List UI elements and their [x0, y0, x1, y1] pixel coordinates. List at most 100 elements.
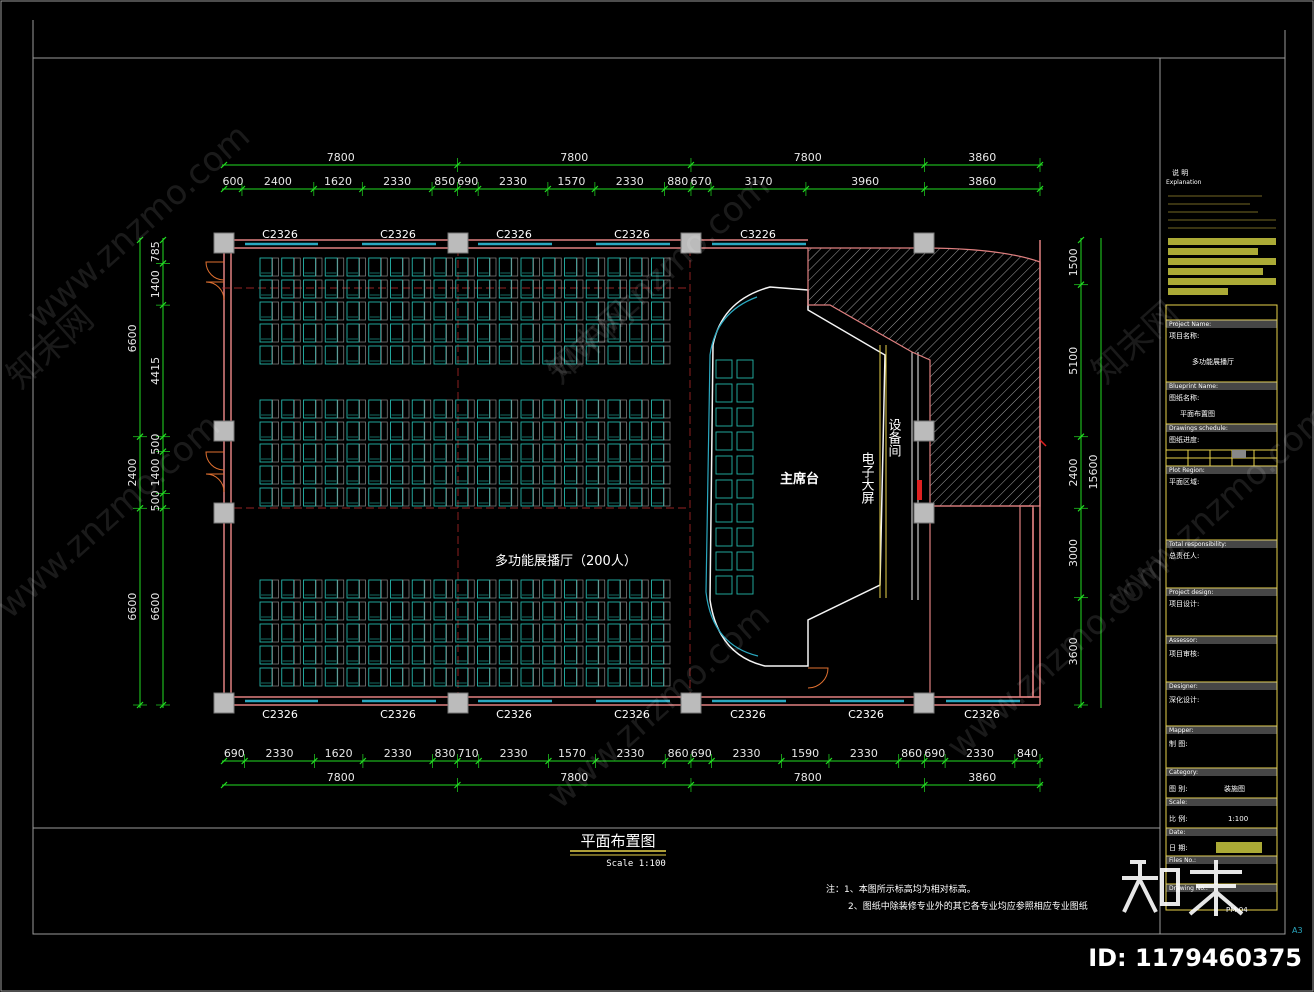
- tb-date-en: Date:: [1169, 829, 1185, 836]
- dim-label: 1570: [558, 747, 586, 760]
- seat: [281, 399, 301, 419]
- seat: [498, 345, 519, 365]
- dim-label: 1620: [324, 175, 352, 188]
- seat: [303, 645, 323, 665]
- seat: [607, 601, 627, 621]
- seat: [477, 399, 497, 419]
- seat: [607, 667, 627, 687]
- seat: [281, 257, 301, 277]
- seat: [259, 421, 279, 441]
- seat: [390, 465, 410, 485]
- dim-label: 3860: [968, 151, 996, 164]
- seat: [433, 421, 453, 441]
- seat: [585, 443, 606, 463]
- seat: [368, 645, 388, 665]
- seat: [390, 399, 410, 419]
- seat: [498, 257, 519, 277]
- seat: [433, 667, 453, 687]
- dim-label: 500: [149, 490, 162, 511]
- dim-label: 1400: [149, 459, 162, 487]
- seat: [629, 465, 649, 485]
- seat: [498, 323, 519, 343]
- seat: [629, 421, 649, 441]
- dim-label-total: 15600: [1087, 455, 1100, 490]
- window-label-top-1: C2326: [262, 228, 298, 241]
- seat: [455, 443, 475, 463]
- seat: [498, 645, 519, 665]
- dim-label: 1570: [557, 175, 585, 188]
- stage-seating: [715, 359, 754, 595]
- seat: [651, 345, 671, 365]
- seat: [629, 257, 649, 277]
- seat: [259, 279, 279, 299]
- seat: [520, 279, 540, 299]
- seat: [651, 667, 671, 687]
- seat: [346, 345, 366, 365]
- seat: [607, 645, 627, 665]
- seat: [411, 279, 432, 299]
- seat: [651, 421, 671, 441]
- seat: [368, 323, 388, 343]
- tb-project-name-en: Project Name:: [1169, 321, 1211, 328]
- dim-label: 3960: [851, 175, 879, 188]
- seat: [607, 465, 627, 485]
- seat: [303, 667, 323, 687]
- tb-mapper-label: 制 图:: [1169, 739, 1188, 748]
- dim-label: 7800: [560, 151, 588, 164]
- seat: [564, 645, 584, 665]
- seat: [390, 323, 410, 343]
- dim-label: 2330: [616, 175, 644, 188]
- window-label-bottom-1: C2326: [262, 708, 298, 721]
- seat: [585, 487, 606, 507]
- equipment-label: 设备间: [886, 418, 902, 457]
- seat: [411, 399, 432, 419]
- dim-label: 2330: [500, 747, 528, 760]
- column: [913, 502, 935, 524]
- seat: [411, 487, 432, 507]
- seat: [455, 301, 475, 321]
- column: [447, 692, 469, 714]
- dim-label: 840: [1017, 747, 1038, 760]
- seat: [324, 323, 345, 343]
- tb-mapper-en: Mapper:: [1169, 727, 1194, 734]
- seat: [281, 421, 301, 441]
- column: [213, 502, 235, 524]
- seat: [542, 301, 562, 321]
- seat: [607, 257, 627, 277]
- tb-plot-label: 平面区域:: [1169, 477, 1199, 486]
- seat: [651, 301, 671, 321]
- drawing-title: 平面布置图: [580, 832, 655, 850]
- seat: [281, 443, 301, 463]
- seat: [477, 301, 497, 321]
- seat: [542, 399, 562, 419]
- seat: [390, 579, 410, 599]
- seat: [368, 487, 388, 507]
- seat: [324, 465, 345, 485]
- drawing-scale: Scale 1:100: [606, 859, 666, 869]
- screen-walls: [879, 345, 887, 598]
- seat: [324, 301, 345, 321]
- window-label-top-4: C2326: [614, 228, 650, 241]
- seat: [433, 301, 453, 321]
- note-1: 注：1、本图所示标高均为相对标高。: [826, 883, 976, 895]
- seat: [433, 601, 453, 621]
- dim-label: 690: [691, 747, 712, 760]
- seat: [411, 257, 432, 277]
- seat: [411, 623, 432, 643]
- seat: [585, 667, 606, 687]
- dim-label: 500: [149, 434, 162, 455]
- dim-label: 6600: [126, 593, 139, 621]
- tb-explain-cn: 说 明: [1172, 168, 1188, 177]
- tb-blueprint: 平面布置图: [1180, 409, 1215, 418]
- seat: [390, 345, 410, 365]
- seat: [433, 623, 453, 643]
- seat: [629, 579, 649, 599]
- tb-category: 装施图: [1224, 784, 1245, 793]
- seat: [411, 667, 432, 687]
- tb-assessor-en: Assessor:: [1169, 637, 1197, 644]
- seat: [520, 579, 540, 599]
- seat: [303, 579, 323, 599]
- window-label-bottom-3: C2326: [496, 708, 532, 721]
- seat: [346, 257, 366, 277]
